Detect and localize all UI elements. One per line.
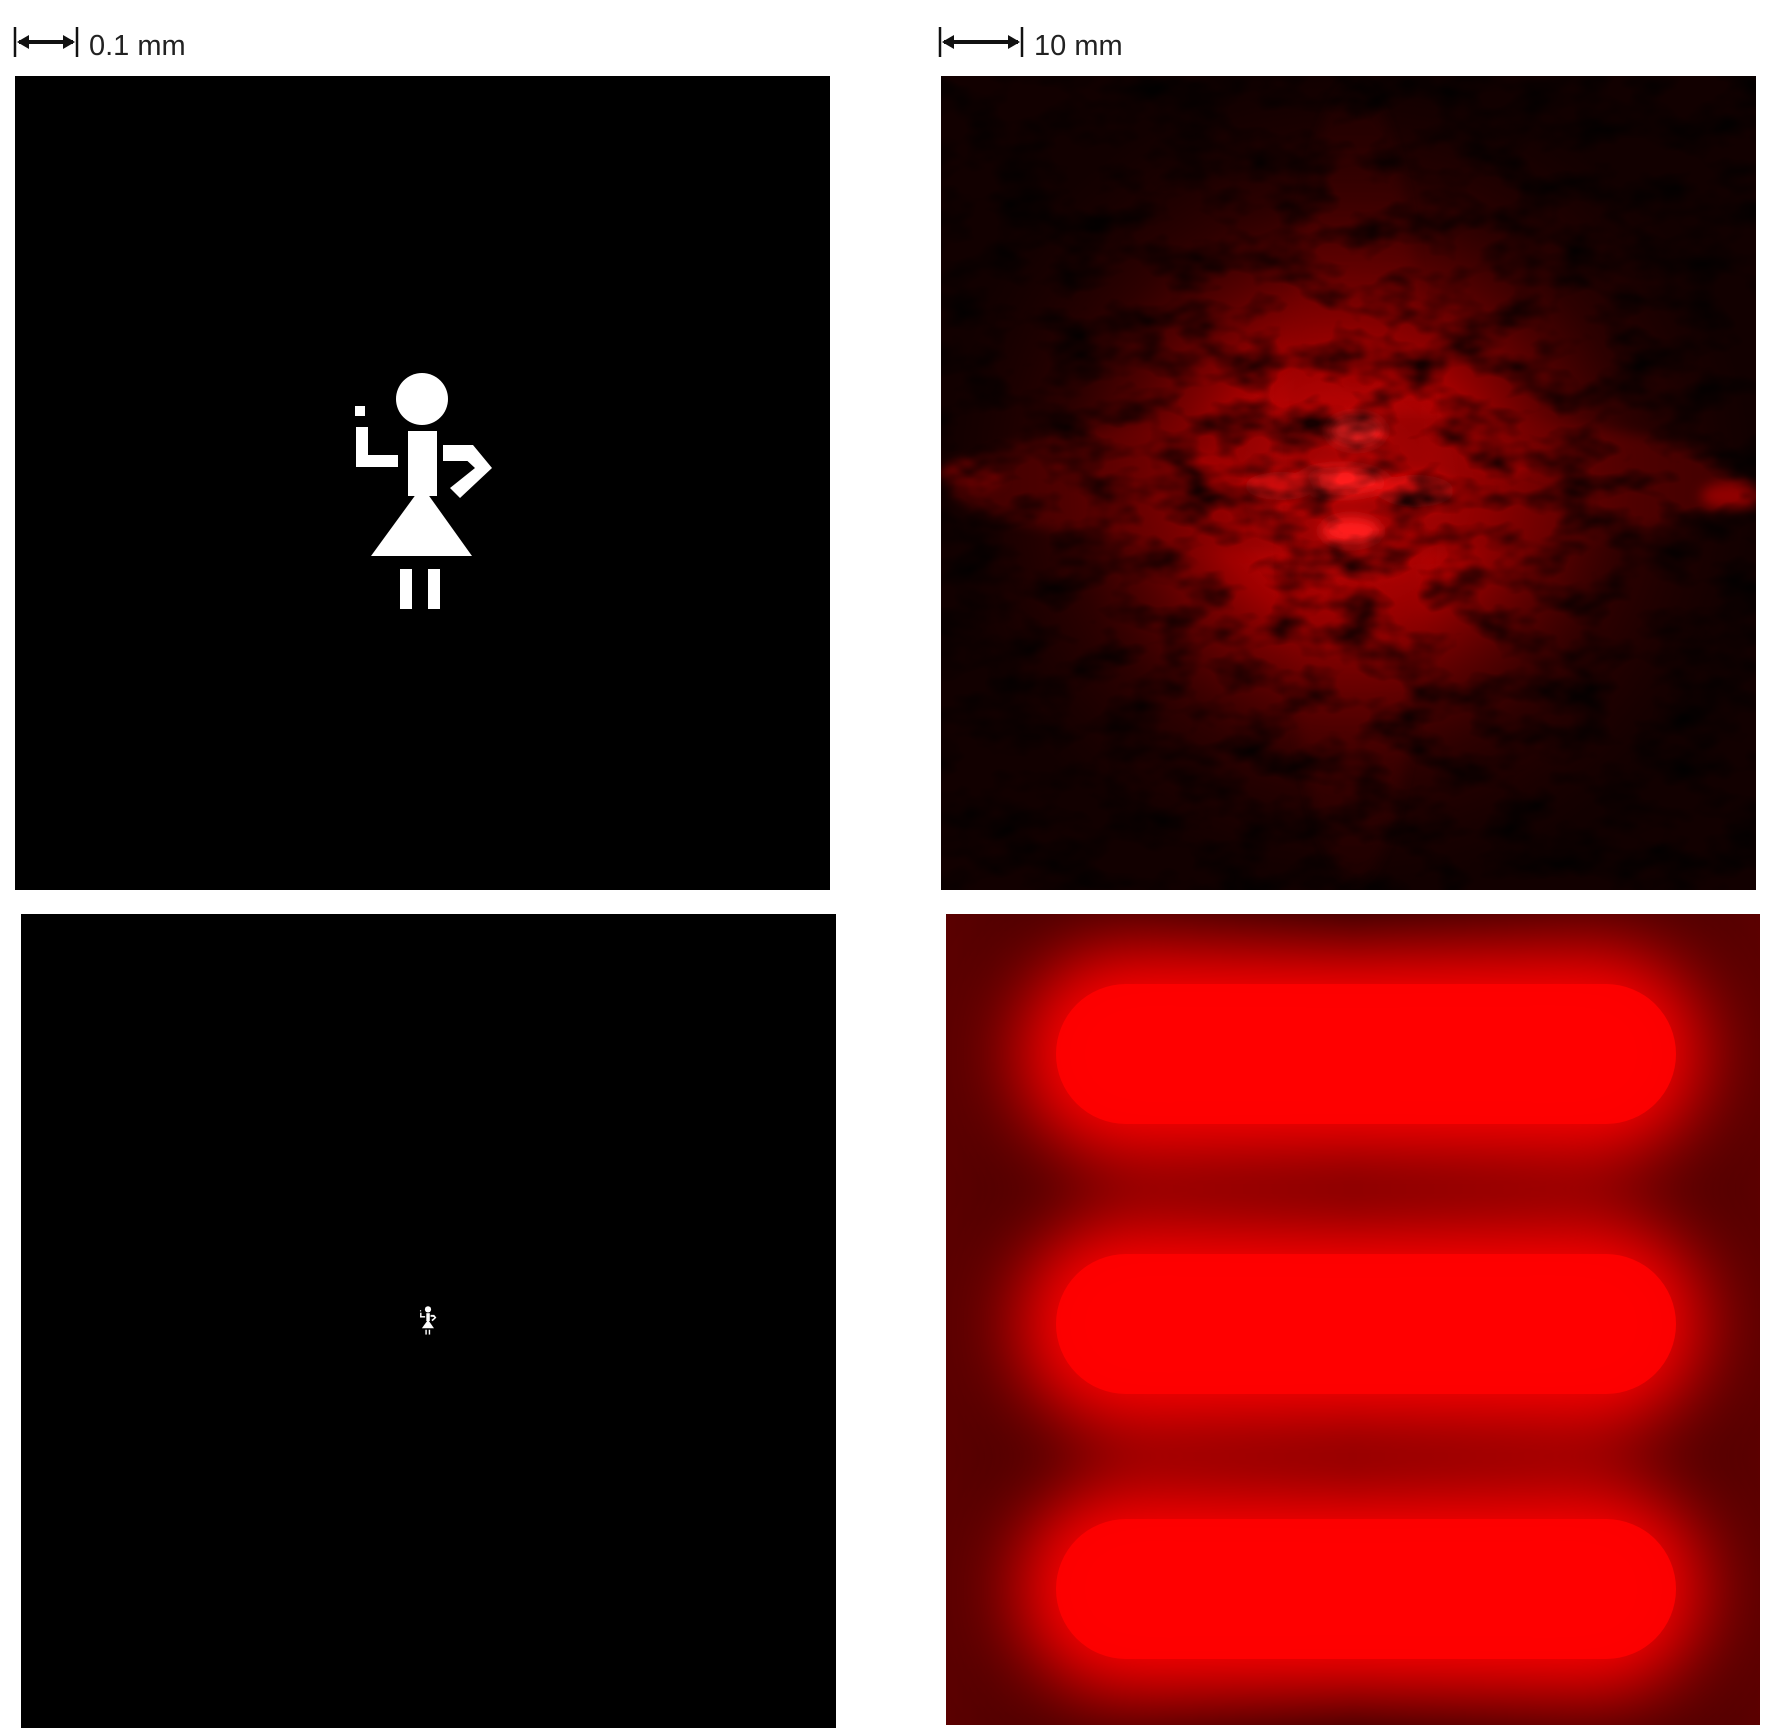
scale-bar-arrow-icon bbox=[13, 27, 79, 57]
aperture-panel-large bbox=[15, 76, 830, 890]
scale-label-right: 10 mm bbox=[1034, 30, 1123, 62]
scale-bar-arrow-icon bbox=[938, 27, 1024, 57]
stick-figure-icon bbox=[15, 76, 830, 890]
diffraction-pattern-panel bbox=[941, 76, 1756, 890]
scale-label-left: 0.1 mm bbox=[89, 30, 186, 62]
aperture-panel-small bbox=[21, 914, 836, 1728]
mode-pattern-panel bbox=[946, 914, 1760, 1725]
three-lobe-pattern-image bbox=[946, 914, 1760, 1725]
tiny-stick-figure-icon bbox=[21, 914, 836, 1728]
diffraction-pattern-image bbox=[941, 76, 1756, 890]
